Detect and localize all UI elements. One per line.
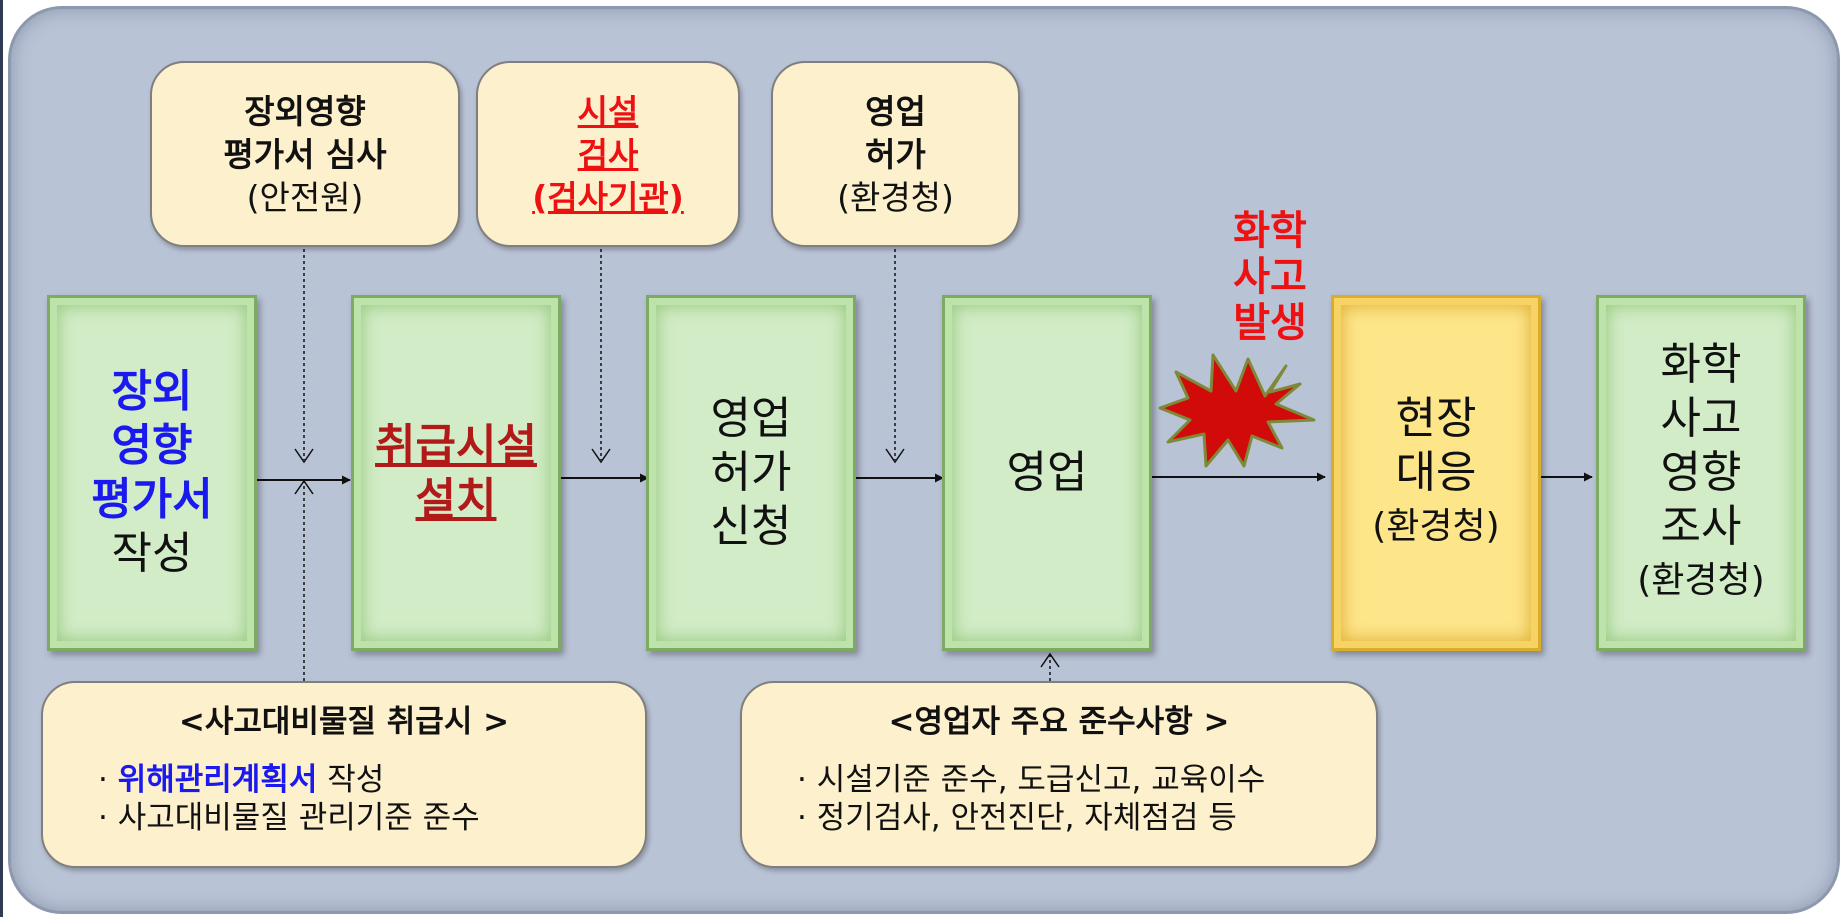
info-operator: <영업자 주요 준수사항 > · 시설기준 준수, 도급신고, 교육이수 · 정… [740, 681, 1378, 868]
feed-operator-info [1040, 652, 1060, 681]
step-apply-line3: 신청 [710, 501, 792, 552]
step-assessment-line4: 작성 [111, 528, 193, 579]
note-permit-line3: (환경청) [837, 177, 954, 217]
step-install-line2: 설치 [415, 474, 497, 525]
note-inspection: 시설 검사 (검사기관) [476, 61, 740, 247]
note-inspection-line3: (검사기관) [532, 177, 684, 217]
note-review: 장외영향 평가서 심사 (안전원) [150, 61, 460, 247]
info-operator-item2-text: 정기검사, 안전진단, 자체점검 등 [816, 800, 1237, 836]
left-edge-line [0, 0, 3, 917]
feed-permit [885, 249, 905, 464]
step-install-line1: 취급시설 [375, 420, 537, 471]
accident-label-line3: 발생 [1233, 300, 1307, 346]
step-survey-line2: 사고 [1660, 393, 1742, 444]
bullet: · [797, 762, 807, 798]
bullet: · [797, 800, 807, 836]
accident-label-line1: 화학 [1233, 208, 1307, 254]
feed-inspection [591, 249, 611, 464]
info-handling: <사고대비물질 취급시 > · 위해관리계획서 작성 · 사고대비물질 관리기준… [41, 681, 647, 868]
step-response-line3: (환경청) [1372, 506, 1500, 547]
explosion-icon [1158, 353, 1316, 468]
risk-plan-highlight: 위해관리계획서 [117, 762, 318, 798]
step-apply-line2: 허가 [710, 447, 792, 498]
step-assessment-line3: 평가서 [91, 474, 213, 525]
step-operate: 영업 [942, 295, 1152, 651]
step-assessment-line1: 장외 [111, 366, 193, 417]
step-response-line1: 현장 [1395, 393, 1477, 444]
note-review-line3: (안전원) [246, 177, 364, 217]
info-operator-item1: · 시설기준 준수, 도급신고, 교육이수 [742, 761, 1376, 799]
feed-review [294, 249, 314, 464]
info-operator-item2: · 정기검사, 안전진단, 자체점검 등 [742, 799, 1376, 837]
note-review-line1: 장외영향 [244, 91, 366, 131]
step-survey-line4: 조사 [1660, 501, 1742, 552]
note-inspection-line1: 시설 [577, 91, 639, 131]
step-assessment-line2: 영향 [111, 420, 193, 471]
step-survey: 화학 사고 영향 조사 (환경청) [1596, 295, 1806, 651]
step-survey-line5: (환경청) [1637, 560, 1765, 601]
accident-label-line2: 사고 [1233, 254, 1307, 300]
step-apply-line1: 영업 [710, 393, 792, 444]
info-handling-title: <사고대비물질 취급시 > [178, 704, 510, 740]
info-handling-item2: · 사고대비물질 관리기준 준수 [43, 799, 645, 837]
info-handling-item2-text: 사고대비물질 관리기준 준수 [117, 800, 480, 836]
note-permit-line2: 허가 [865, 134, 926, 174]
feed-handling-info [294, 479, 314, 681]
info-handling-item1: · 위해관리계획서 작성 [43, 761, 645, 799]
note-inspection-line2: 검사 [577, 134, 639, 174]
step-survey-line1: 화학 [1660, 339, 1742, 390]
accident-label: 화학 사고 발생 [1170, 208, 1370, 346]
step-response: 현장 대응 (환경청) [1331, 295, 1541, 651]
info-operator-title: <영업자 주요 준수사항 > [888, 704, 1230, 740]
step-operate-line1: 영업 [1006, 447, 1088, 498]
info-operator-item1-text: 시설기준 준수, 도급신고, 교육이수 [816, 762, 1266, 798]
step-assessment: 장외 영향 평가서 작성 [47, 295, 257, 651]
note-permit: 영업 허가 (환경청) [771, 61, 1020, 247]
bullet: · [98, 762, 108, 798]
step-response-line2: 대응 [1395, 447, 1477, 498]
note-permit-line1: 영업 [865, 91, 926, 131]
bullet: · [98, 800, 108, 836]
step-survey-line3: 영향 [1660, 447, 1742, 498]
step-install: 취급시설 설치 [351, 295, 561, 651]
info-handling-item1-rest: 작성 [317, 762, 385, 798]
note-review-line2: 평가서 심사 [223, 134, 387, 174]
step-apply: 영업 허가 신청 [646, 295, 856, 651]
